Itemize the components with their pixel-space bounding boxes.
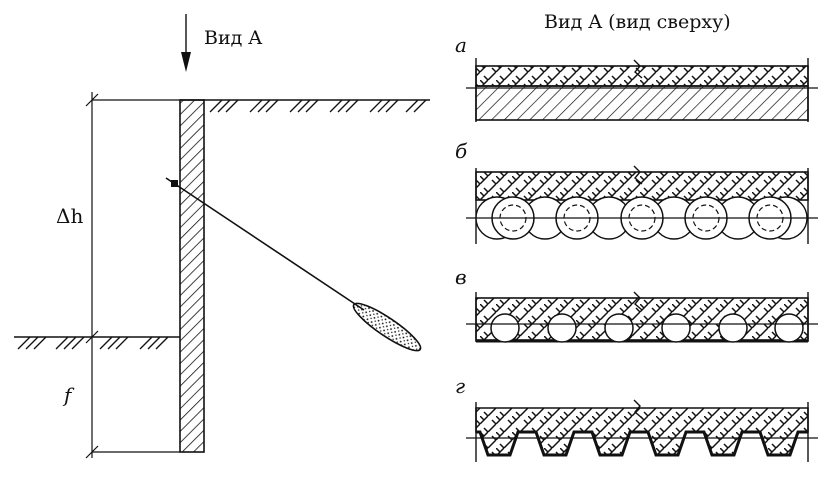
variant-a: а <box>455 33 818 122</box>
variant-v-label: в <box>455 265 467 289</box>
break-mark-icon <box>633 165 643 185</box>
ground-hatch-icon <box>180 99 430 113</box>
variant-b-label: б <box>455 139 468 163</box>
dimension-lines <box>85 92 180 459</box>
variant-g: г <box>455 374 818 462</box>
break-mark-icon <box>633 399 643 419</box>
ground-anchor <box>165 177 422 352</box>
delta-h-label: Δh <box>56 204 83 228</box>
f-label: f <box>62 383 75 407</box>
variant-g-label: г <box>455 374 465 398</box>
view-top-title: Вид A (вид сверху) <box>544 11 731 33</box>
variant-v: в <box>455 265 818 343</box>
retaining-wall <box>179 99 205 453</box>
excavation-bottom <box>14 336 180 350</box>
view-arrow-icon <box>181 14 191 72</box>
variant-a-label: а <box>455 33 467 57</box>
variant-b: б <box>455 139 818 244</box>
break-mark-icon <box>633 291 643 311</box>
break-mark-icon <box>633 59 643 79</box>
anchor-grout-icon <box>352 302 422 352</box>
view-arrow-label: Вид A <box>204 27 262 49</box>
